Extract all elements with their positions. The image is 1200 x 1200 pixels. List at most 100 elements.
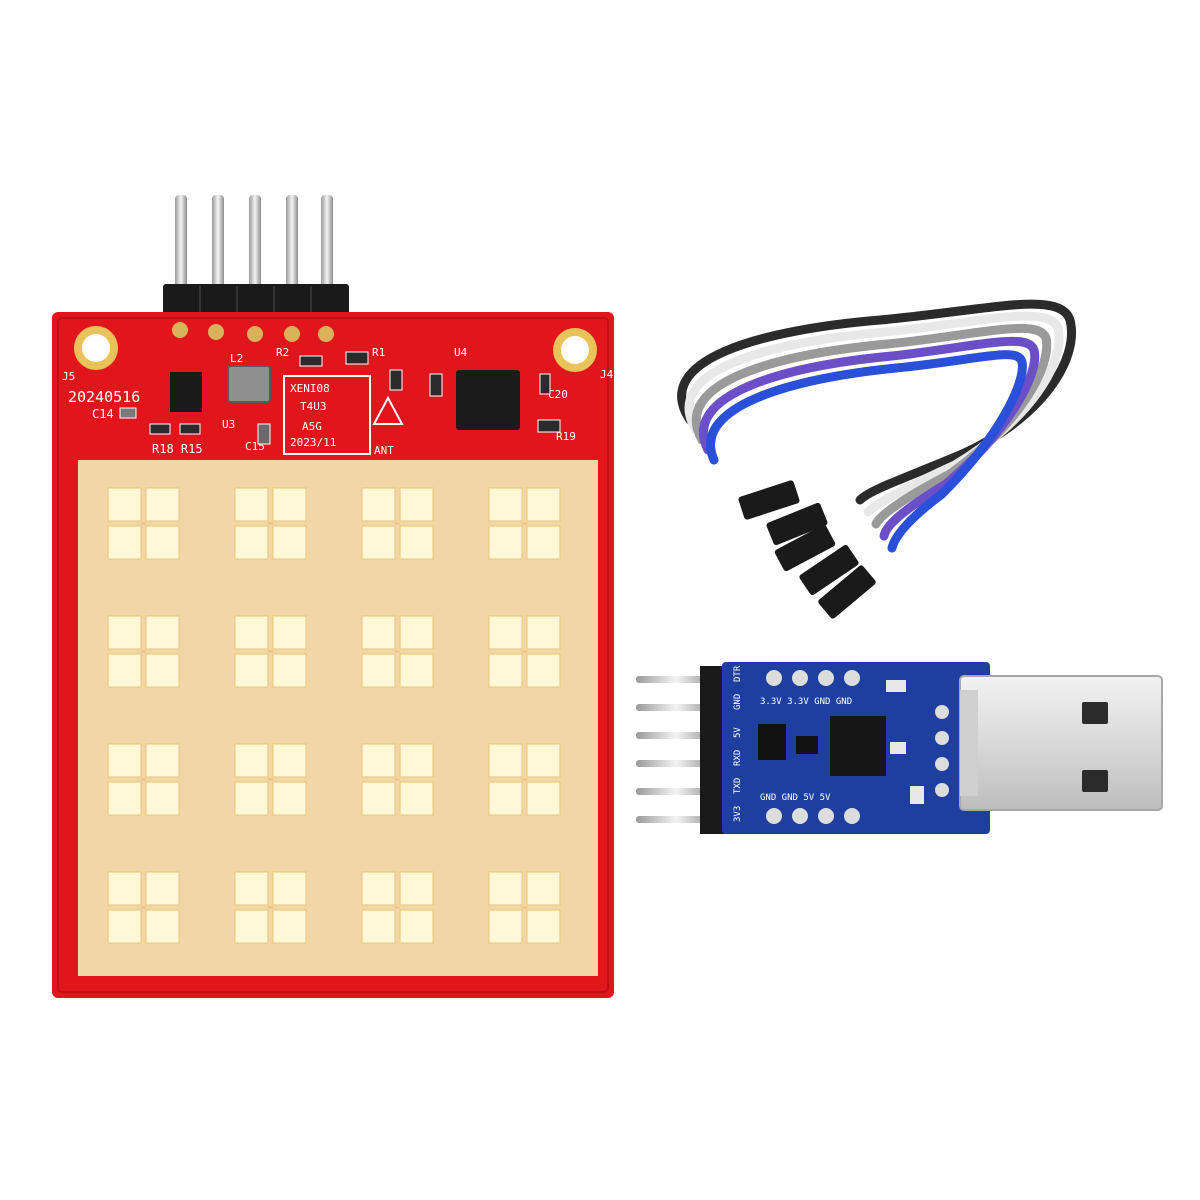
u4-label: U4 [454,346,468,359]
adapter-top-row-text: 3.3V 3.3V GND GND [760,697,852,707]
dupont-connectors [738,480,876,619]
antenna-patch [272,487,307,522]
antenna-patch [488,871,523,906]
antenna-patch [361,909,396,944]
antenna-patch [488,653,523,688]
antenna-patch [145,743,180,778]
chip-mark-line2: T4U3 [300,400,327,413]
esd-warning-icon [372,395,404,425]
antenna-patch-group [488,743,561,816]
antenna-patch [145,909,180,944]
antenna-patch [399,871,434,906]
mounting-hole-right [553,328,597,372]
antenna-patch [272,743,307,778]
j4-label: J4 [600,368,614,381]
header-connector [163,284,349,320]
antenna-patch-group [234,871,307,944]
inductor-l2 [227,365,271,403]
adapter-pin-label: 3V3 [733,806,743,822]
adapter-pin-label: RXD [733,750,743,766]
antenna-patch [399,525,434,560]
usb-serial-chip [758,724,786,760]
antenna-patch [145,871,180,906]
antenna-patch [234,781,269,816]
jumper-cable [677,299,1076,619]
r18-r15-label: R18 R15 [152,442,203,456]
antenna-patch [526,487,561,522]
antenna-patch [361,781,396,816]
r19-label: R19 [556,430,576,443]
header-solder-pads [172,322,334,342]
date-code: 20240516 [68,388,140,406]
antenna-patch [361,487,396,522]
c14-label: C14 [92,407,114,421]
r1-label: R1 [372,346,385,359]
antenna-patch [526,525,561,560]
antenna-patch-group [361,615,434,688]
radar-ic-outline [283,375,371,455]
antenna-patch [107,781,142,816]
antenna-patch-group [488,487,561,560]
antenna-patch [361,653,396,688]
antenna-patch [145,487,180,522]
antenna-patch [234,909,269,944]
adapter-header-pins [636,666,726,834]
antenna-patch [145,781,180,816]
antenna-patch [526,781,561,816]
antenna-patch [361,525,396,560]
usb-plug-hole-top [1082,702,1108,724]
antenna-patch [272,781,307,816]
u3-label: U3 [222,418,235,431]
antenna-patch [107,487,142,522]
adapter-pin-label: TXD [733,778,743,794]
antenna-patch [361,871,396,906]
antenna-patch [272,615,307,650]
antenna-patch [488,525,523,560]
antenna-patch-group [361,743,434,816]
antenna-patch [488,487,523,522]
antenna-patch [488,743,523,778]
antenna-patch [107,525,142,560]
antenna-patch-group [488,615,561,688]
antenna-patch-group [234,487,307,560]
antenna-patch [488,909,523,944]
antenna-patch-group [361,487,434,560]
antenna-patch [526,653,561,688]
antenna-patch-group [107,743,180,816]
mounting-hole-left [74,326,118,370]
regulator-chip [170,372,202,412]
antenna-patch [145,653,180,688]
antenna-patch-group [234,615,307,688]
radar-module: J5 J4 20240516 C14 R18 R15 L2 R2 R1 U4 C… [52,195,614,998]
wire-purple [698,336,1040,541]
antenna-patch [272,909,307,944]
antenna-patch [234,653,269,688]
antenna-patch-group [107,487,180,560]
antenna-patch [234,615,269,650]
antenna-patch-array [107,487,561,944]
adapter-pin-label: 5V [733,727,743,738]
voltage-regulator [830,716,886,776]
adapter-solder-pads [766,670,949,824]
antenna-patch-group [361,871,434,944]
mcu-chip-u4 [456,370,520,430]
usb-plug-hole-bottom [1082,770,1108,792]
chip-mark-line4: 2023/11 [290,436,336,449]
antenna-patch [272,871,307,906]
antenna-patch [234,525,269,560]
antenna-patch [488,615,523,650]
antenna-patch [107,743,142,778]
r2-label: R2 [276,346,289,359]
chip-mark-line1: XENI08 [290,382,330,395]
wire-blue [706,350,1027,553]
antenna-patch [107,871,142,906]
antenna-patch [526,871,561,906]
antenna-patch [272,525,307,560]
ant-label: ANT [374,444,394,457]
radar-header-pins [163,195,349,320]
adapter-pin-label: DTR [733,665,743,682]
antenna-patch [361,615,396,650]
c20-label: C20 [548,388,568,401]
